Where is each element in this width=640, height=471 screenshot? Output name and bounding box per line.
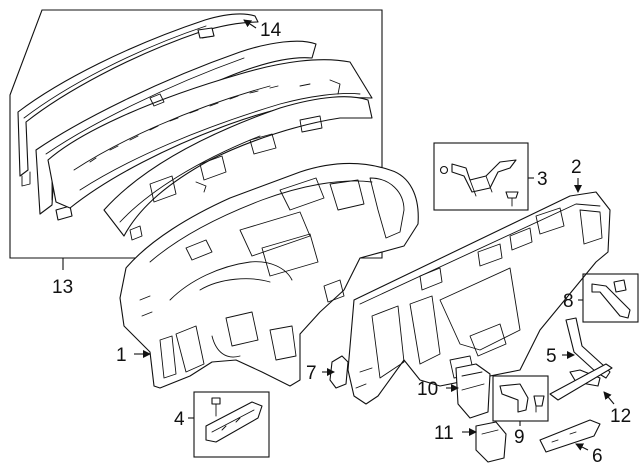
bracket-part-6 bbox=[539, 419, 601, 453]
top-cover-pad-part bbox=[35, 40, 317, 221]
group-box-4 bbox=[193, 391, 270, 458]
group-box-3 bbox=[433, 142, 529, 211]
callout-4: 4 bbox=[174, 409, 185, 430]
instrument-panel-part bbox=[119, 162, 419, 389]
upper-panel-part bbox=[47, 59, 373, 209]
callout-9: 9 bbox=[514, 427, 525, 448]
callout-5: 5 bbox=[546, 346, 557, 367]
clip-part-7 bbox=[329, 355, 349, 389]
callout-labels: 1 2 3 4 5 6 7 8 9 10 11 12 13 14 bbox=[52, 20, 631, 467]
trim-strip-part bbox=[17, 13, 259, 187]
callout-13: 13 bbox=[52, 277, 73, 298]
callout-3: 3 bbox=[537, 169, 548, 190]
group-box-8 bbox=[582, 273, 639, 323]
callout-12: 12 bbox=[610, 406, 631, 427]
callout-6: 6 bbox=[592, 446, 603, 467]
panel-substrate-part bbox=[103, 96, 373, 241]
rod-part-12 bbox=[549, 363, 613, 401]
shield-part-10 bbox=[455, 363, 491, 419]
group-box-9 bbox=[492, 375, 549, 422]
leader-lines bbox=[62, 19, 615, 451]
callout-14: 14 bbox=[260, 20, 282, 41]
callout-10: 10 bbox=[417, 379, 438, 400]
callout-11: 11 bbox=[434, 423, 454, 444]
callout-7: 7 bbox=[306, 363, 317, 384]
callout-1: 1 bbox=[116, 345, 127, 366]
bracket-part-11 bbox=[475, 421, 507, 463]
callout-2: 2 bbox=[571, 157, 582, 178]
callout-8: 8 bbox=[563, 291, 574, 312]
